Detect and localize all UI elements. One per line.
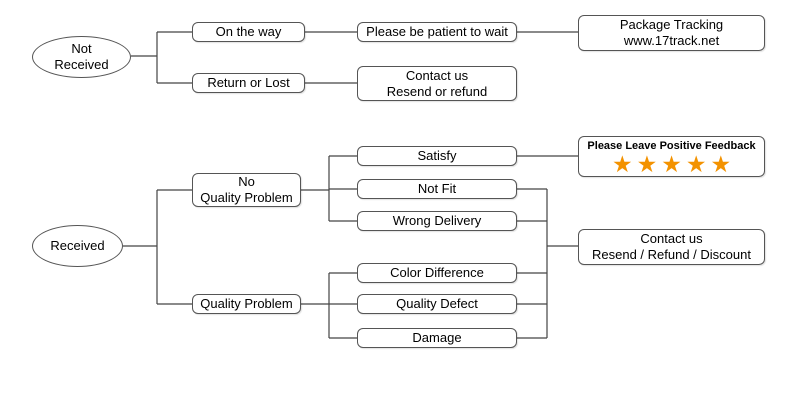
contact-resend-refund-node: Contact us Resend or refund [357,66,517,101]
return-or-lost-label: Return or Lost [207,75,290,90]
quality-problem-node: Quality Problem [192,294,301,314]
tracking-url-label: www.17track.net [623,33,720,48]
resend-or-refund-label: Resend or refund [386,83,488,99]
not-received-node: Not Received [32,36,131,78]
satisfy-label: Satisfy [417,148,457,163]
wrong-delivery-label: Wrong Delivery [392,213,482,228]
color-difference-label: Color Difference [390,265,484,280]
star-icon: ★ [611,150,633,177]
no-quality-problem-line2: Quality Problem [200,190,293,205]
contact-resend-refund-discount-node: Contact us Resend / Refund / Discount [578,229,765,265]
be-patient-label: Please be patient to wait [366,24,508,39]
not-received-label-line2: Received [54,57,109,72]
not-fit-label: Not Fit [417,181,457,196]
resend-refund-discount-label: Resend / Refund / Discount [592,247,751,262]
quality-defect-label: Quality Defect [396,296,478,311]
received-node: Received [32,225,123,267]
quality-problem-label: Quality Problem [200,296,293,311]
positive-feedback-node: Please Leave Positive Feedback ★ ★ ★ ★ ★ [578,136,765,177]
not-fit-node: Not Fit [357,179,517,199]
not-received-label-line1: Not [71,41,92,56]
wrong-delivery-node: Wrong Delivery [357,211,517,231]
on-the-way-node: On the way [192,22,305,42]
damage-label: Damage [412,330,462,345]
positive-feedback-label: Please Leave Positive Feedback [587,139,756,152]
no-quality-problem-line1: No [238,174,255,189]
five-star-rating: ★ ★ ★ ★ ★ [610,150,733,177]
be-patient-node: Please be patient to wait [357,22,517,42]
no-quality-problem-node: No Quality Problem [192,173,301,207]
satisfy-node: Satisfy [357,146,517,166]
color-difference-node: Color Difference [357,263,517,283]
damage-node: Damage [357,328,517,348]
quality-defect-node: Quality Defect [357,294,517,314]
return-or-lost-node: Return or Lost [192,73,305,93]
received-label: Received [50,238,105,253]
star-icon: ★ [636,150,658,177]
star-icon: ★ [710,150,732,177]
package-tracking-node: Package Tracking www.17track.net [578,15,765,51]
contact-us-label: Contact us [405,67,469,83]
contact-us-label: Contact us [640,231,703,246]
star-icon: ★ [685,150,707,177]
star-icon: ★ [661,150,682,177]
on-the-way-label: On the way [215,24,282,39]
package-tracking-label: Package Tracking [619,17,724,32]
